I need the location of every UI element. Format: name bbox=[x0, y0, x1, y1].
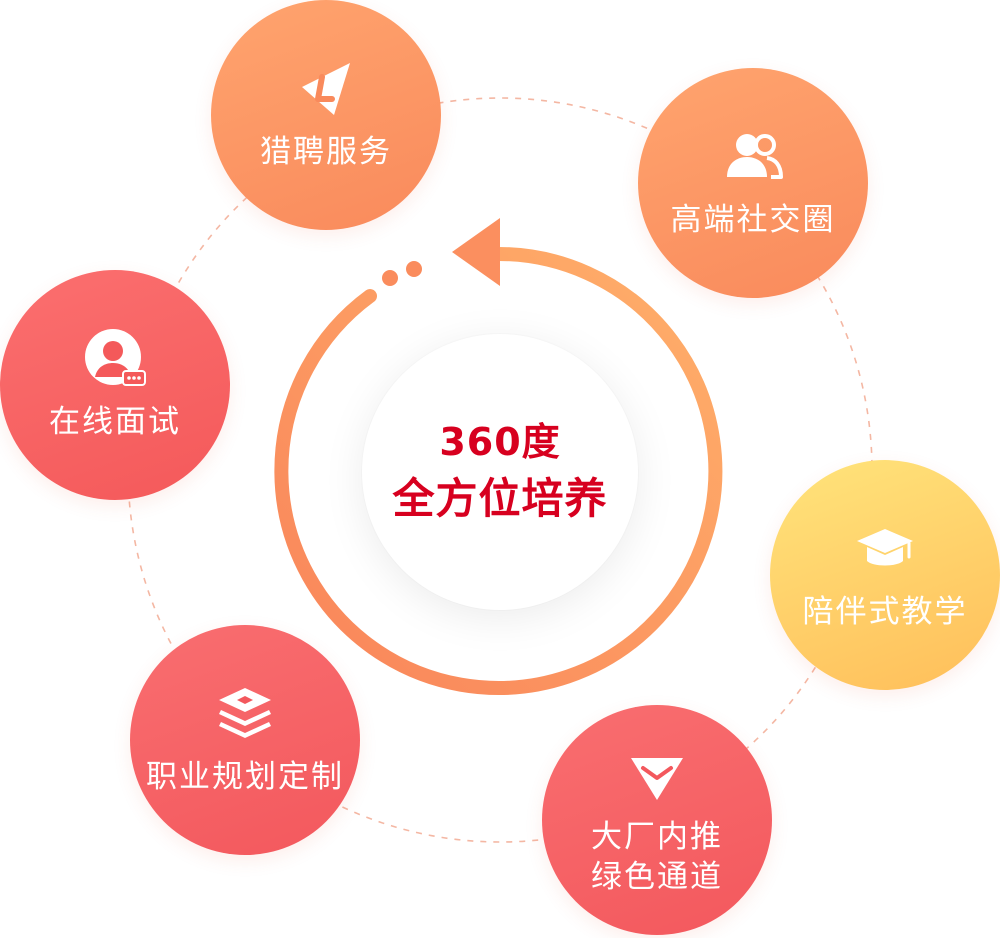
center-title-line1: 360度 bbox=[439, 420, 561, 464]
node-label: 陪伴式教学 bbox=[802, 594, 968, 631]
center-title-line2: 全方位培养 bbox=[392, 473, 608, 523]
diamond-icon bbox=[631, 758, 683, 801]
users-icon bbox=[727, 134, 783, 180]
node-social: 高端社交圈 bbox=[638, 68, 868, 298]
node-recruitment: 猎聘服务 bbox=[211, 0, 441, 230]
node-label: 在线面试 bbox=[49, 404, 181, 441]
center-disc: 360度 全方位培养 bbox=[362, 334, 638, 610]
node-label-line2: 绿色通道 bbox=[591, 859, 723, 895]
user-chat-icon bbox=[85, 329, 146, 387]
node-career: 职业规划定制 bbox=[130, 625, 360, 855]
node-interview: 在线面试 bbox=[0, 270, 230, 500]
cycle-arrow-arc bbox=[274, 246, 723, 695]
node-teaching: 陪伴式教学 bbox=[770, 460, 1000, 690]
liepin-logo-icon bbox=[302, 63, 350, 116]
arrow-dot-1 bbox=[382, 270, 398, 286]
node-label: 猎聘服务 bbox=[260, 134, 392, 171]
node-label: 职业规划定制 bbox=[146, 759, 344, 796]
graduation-cap-icon bbox=[857, 529, 913, 566]
node-label-line1: 大厂内推 bbox=[591, 819, 723, 856]
layers-icon bbox=[219, 688, 271, 739]
arrow-dot-2 bbox=[406, 261, 422, 277]
cycle-arrow-head bbox=[452, 218, 500, 286]
node-label: 高端社交圈 bbox=[670, 202, 836, 239]
node-referral: 大厂内推 绿色通道 bbox=[542, 705, 772, 935]
